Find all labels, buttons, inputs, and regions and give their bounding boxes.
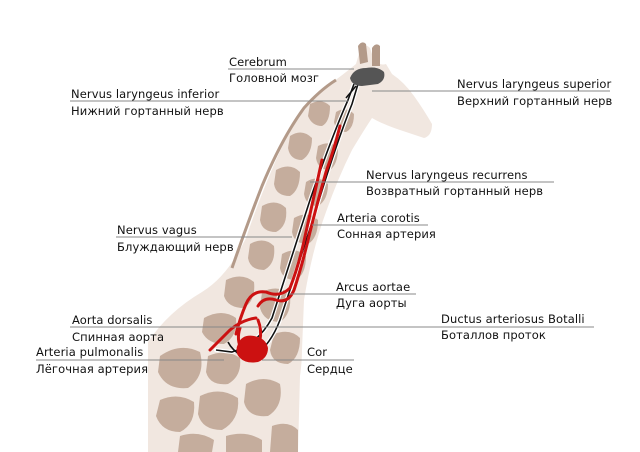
label-ductus-arteriosus-botalli-latin: Ductus arteriosus Botalli (441, 312, 585, 326)
label-arteria-pulmonalis-russian: Лёгочная артерия (36, 362, 149, 376)
label-aorta-dorsalis-russian: Спинная аорта (72, 330, 165, 344)
arteria-corotis-line (256, 124, 342, 308)
brain (350, 67, 385, 86)
label-nervus-laryngeus-superior-russian: Верхний гортанный нерв (457, 94, 613, 108)
nervus-inferior-line (345, 85, 357, 99)
label-arteria-corotis-latin: Arteria corotis (337, 211, 420, 225)
label-nervus-vagus-latin: Nervus vagus (117, 223, 197, 237)
label-nervus-laryngeus-superior-latin: Nervus laryngeus superior (457, 77, 612, 91)
label-cerebrum-russian: Головной мозг (229, 71, 320, 85)
giraffe-ossicone-left (358, 42, 368, 64)
label-arcus-aortae-russian: Дуга аорты (336, 296, 407, 310)
label-nervus-laryngeus-inferior-latin: Nervus laryngeus inferior (71, 87, 220, 101)
label-arcus-aortae-latin: Arcus aortae (336, 280, 411, 294)
leader-lines (36, 68, 610, 361)
label-cerebrum-latin: Cerebrum (229, 55, 287, 69)
label-arteria-pulmonalis-latin: Arteria pulmonalis (36, 345, 144, 359)
label-arteria-corotis-russian: Сонная артерия (337, 227, 436, 241)
label-ductus-arteriosus-botalli-russian: Боталлов проток (441, 328, 546, 342)
aorta-dorsalis-line (208, 316, 258, 352)
giraffe-ossicone-right (372, 44, 380, 66)
giraffe-mane (230, 78, 337, 269)
label-nervus-laryngeus-recurrens-russian: Возвратный гортанный нерв (366, 184, 544, 198)
label-cor-latin: Cor (307, 345, 328, 359)
label-aorta-dorsalis-latin: Aorta dorsalis (72, 313, 153, 327)
arcus-aortae-line (234, 158, 324, 336)
heart (236, 335, 268, 363)
label-cor-russian: Сердце (307, 362, 353, 376)
label-nervus-vagus-russian: Блуждающий нерв (117, 240, 234, 254)
label-nervus-laryngeus-inferior-russian: Нижний гортанный нерв (71, 104, 224, 118)
label-nervus-laryngeus-recurrens-latin: Nervus laryngeus recurrens (366, 168, 528, 182)
